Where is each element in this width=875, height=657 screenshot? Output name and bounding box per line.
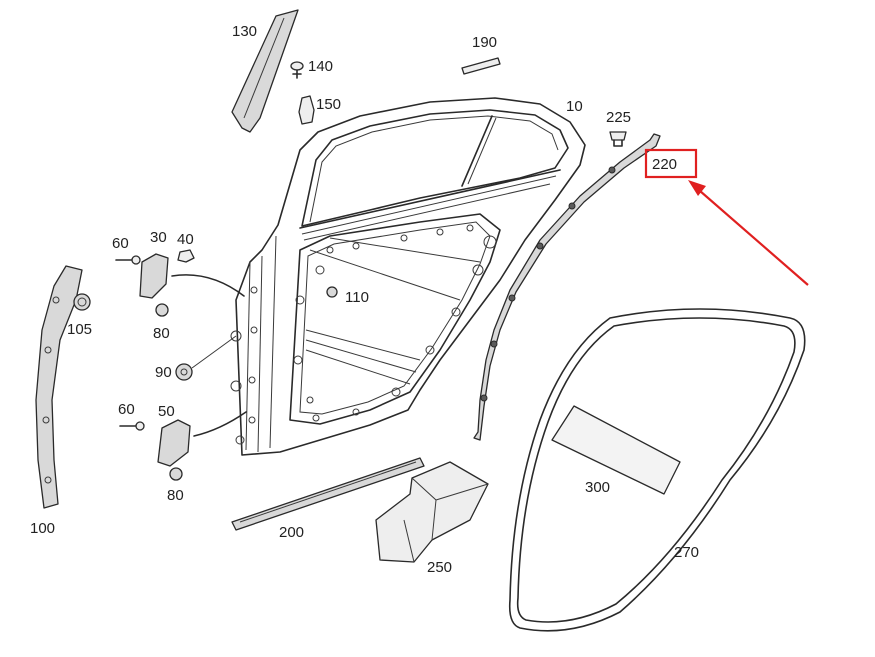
highlight-arrow — [688, 180, 809, 286]
highlight-box-220 — [644, 148, 698, 179]
clip-part-225[interactable] — [609, 131, 627, 147]
nut-part-80-upper[interactable] — [155, 303, 169, 317]
label-30: 30 — [150, 229, 167, 246]
label-80-lower: 80 — [167, 487, 184, 504]
grommet-leader — [191, 335, 237, 369]
bracket-part-250[interactable] — [375, 461, 489, 563]
label-150: 150 — [316, 96, 341, 113]
label-105: 105 — [67, 321, 92, 338]
door-shell-part-10[interactable] — [230, 97, 586, 456]
label-140: 140 — [308, 58, 333, 75]
hinge-part-50[interactable] — [157, 419, 191, 467]
hinge-part-30[interactable] — [139, 253, 169, 299]
nut-part-110[interactable] — [326, 286, 338, 298]
grommet-part-90[interactable] — [175, 363, 193, 381]
label-300: 300 — [585, 479, 610, 496]
nut-part-80-lower[interactable] — [169, 467, 183, 481]
label-190: 190 — [472, 34, 497, 51]
label-110: 110 — [345, 289, 369, 306]
label-40: 40 — [177, 231, 194, 248]
label-220: 220 — [652, 156, 677, 173]
label-10: 10 — [566, 98, 583, 115]
seal-strip-part-220[interactable] — [473, 133, 661, 441]
clip-part-140[interactable] — [290, 61, 304, 79]
label-130: 130 — [232, 23, 257, 40]
label-80-upper: 80 — [153, 325, 170, 342]
label-100: 100 — [30, 520, 55, 537]
plug-part-105[interactable] — [73, 293, 91, 311]
bolt-part-60-lower[interactable] — [119, 421, 145, 431]
label-plate-part-190[interactable] — [461, 57, 501, 75]
label-50: 50 — [158, 403, 175, 420]
label-270: 270 — [674, 544, 699, 561]
hinge-leader-upper — [171, 274, 245, 297]
label-60-lower: 60 — [118, 401, 135, 418]
bracket-part-150[interactable] — [298, 95, 315, 125]
label-plate-part-300[interactable] — [551, 405, 681, 495]
label-90: 90 — [155, 364, 172, 381]
sill-strip-part-200[interactable] — [231, 457, 425, 531]
window-trim-edge — [243, 17, 285, 119]
door-seal-part-270[interactable] — [508, 308, 806, 632]
bolt-part-60-upper[interactable] — [115, 255, 141, 265]
label-60-upper: 60 — [112, 235, 129, 252]
hinge-leader-lower — [193, 411, 247, 437]
nut-part-40[interactable] — [177, 249, 195, 263]
window-trim-part-130[interactable] — [231, 9, 299, 133]
label-250: 250 — [427, 559, 452, 576]
label-225: 225 — [606, 109, 631, 126]
label-200: 200 — [279, 524, 304, 541]
